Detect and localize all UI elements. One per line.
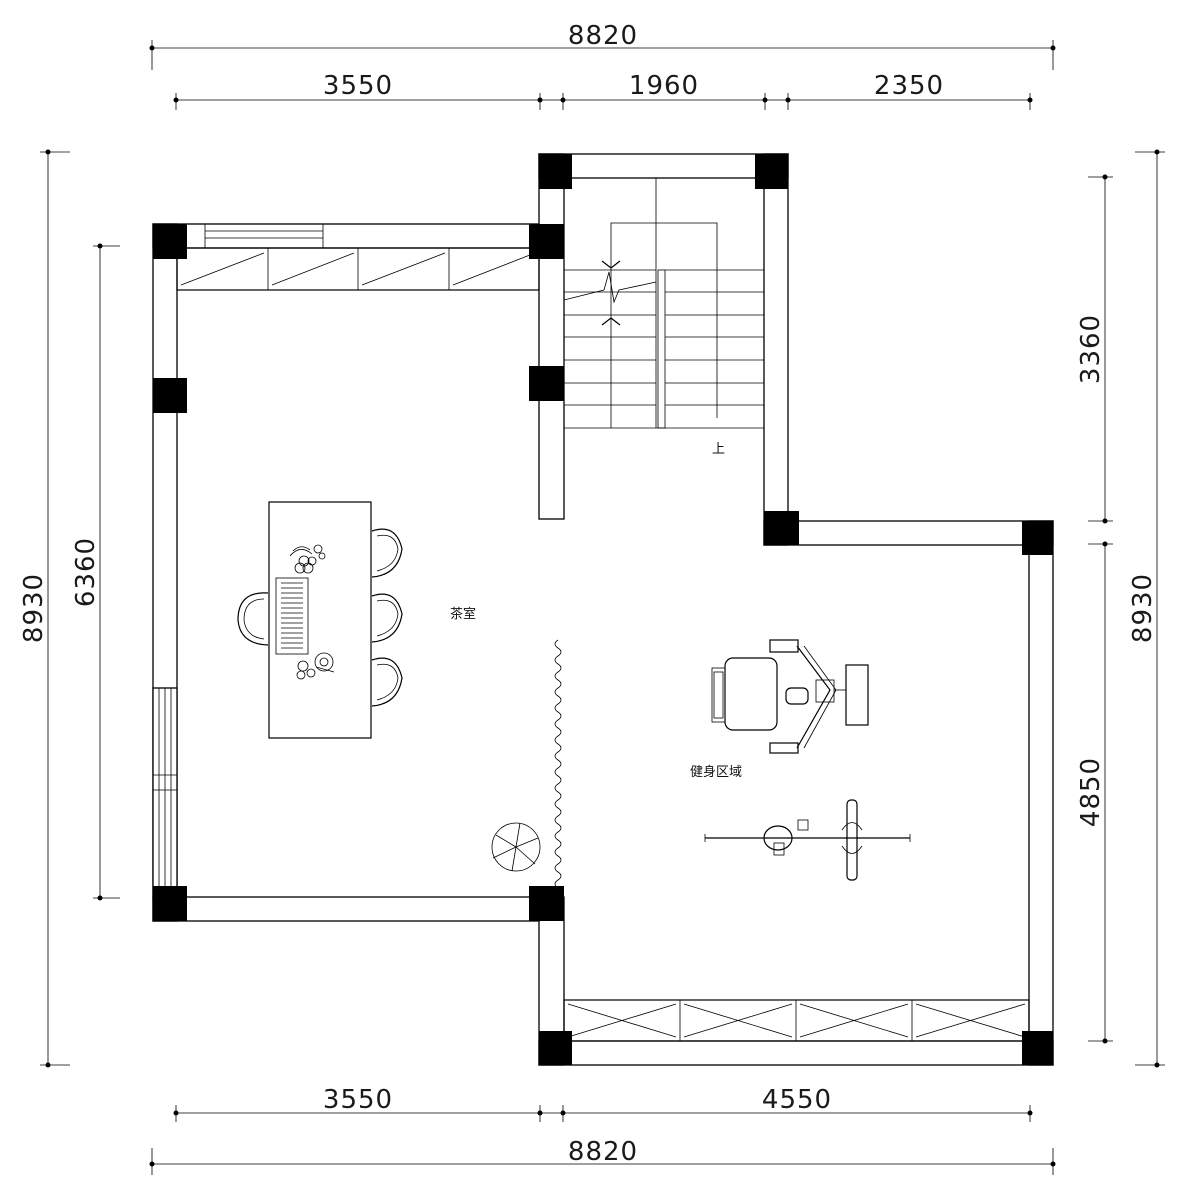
structural-columns bbox=[153, 154, 1053, 1065]
dim-right-upper: 3360 bbox=[1076, 314, 1106, 384]
tea-room-label: 茶室 bbox=[450, 606, 476, 622]
plant bbox=[491, 822, 541, 872]
dim-top-total: 8820 bbox=[568, 21, 638, 51]
tea-chairs bbox=[237, 528, 403, 707]
dimension-lines bbox=[40, 40, 1165, 1175]
dim-bottom-seg2: 4550 bbox=[762, 1085, 832, 1115]
dim-top-seg3: 2350 bbox=[874, 71, 944, 101]
dim-left-seg: 6360 bbox=[71, 537, 101, 607]
walls bbox=[152, 153, 1054, 1066]
stair-up-label: 上 bbox=[712, 442, 725, 457]
dim-left-total: 8930 bbox=[19, 573, 49, 643]
dim-right-lower: 4850 bbox=[1076, 757, 1106, 827]
dim-bottom-total: 8820 bbox=[568, 1137, 638, 1167]
curtain-divider bbox=[554, 639, 562, 889]
dim-top-seg1: 3550 bbox=[323, 71, 393, 101]
treadmill bbox=[711, 639, 869, 754]
tea-room-cabinet bbox=[176, 247, 540, 291]
fitness-area-label: 健身区域 bbox=[690, 764, 742, 780]
dim-right-total: 8930 bbox=[1128, 573, 1158, 643]
dim-bottom-seg1: 3550 bbox=[323, 1085, 393, 1115]
tea-table bbox=[268, 501, 372, 739]
dim-top-seg2: 1960 bbox=[629, 71, 699, 101]
staircase bbox=[563, 178, 764, 429]
fitness-storage-cabinet bbox=[563, 999, 1030, 1042]
exercise-bike bbox=[704, 799, 911, 881]
